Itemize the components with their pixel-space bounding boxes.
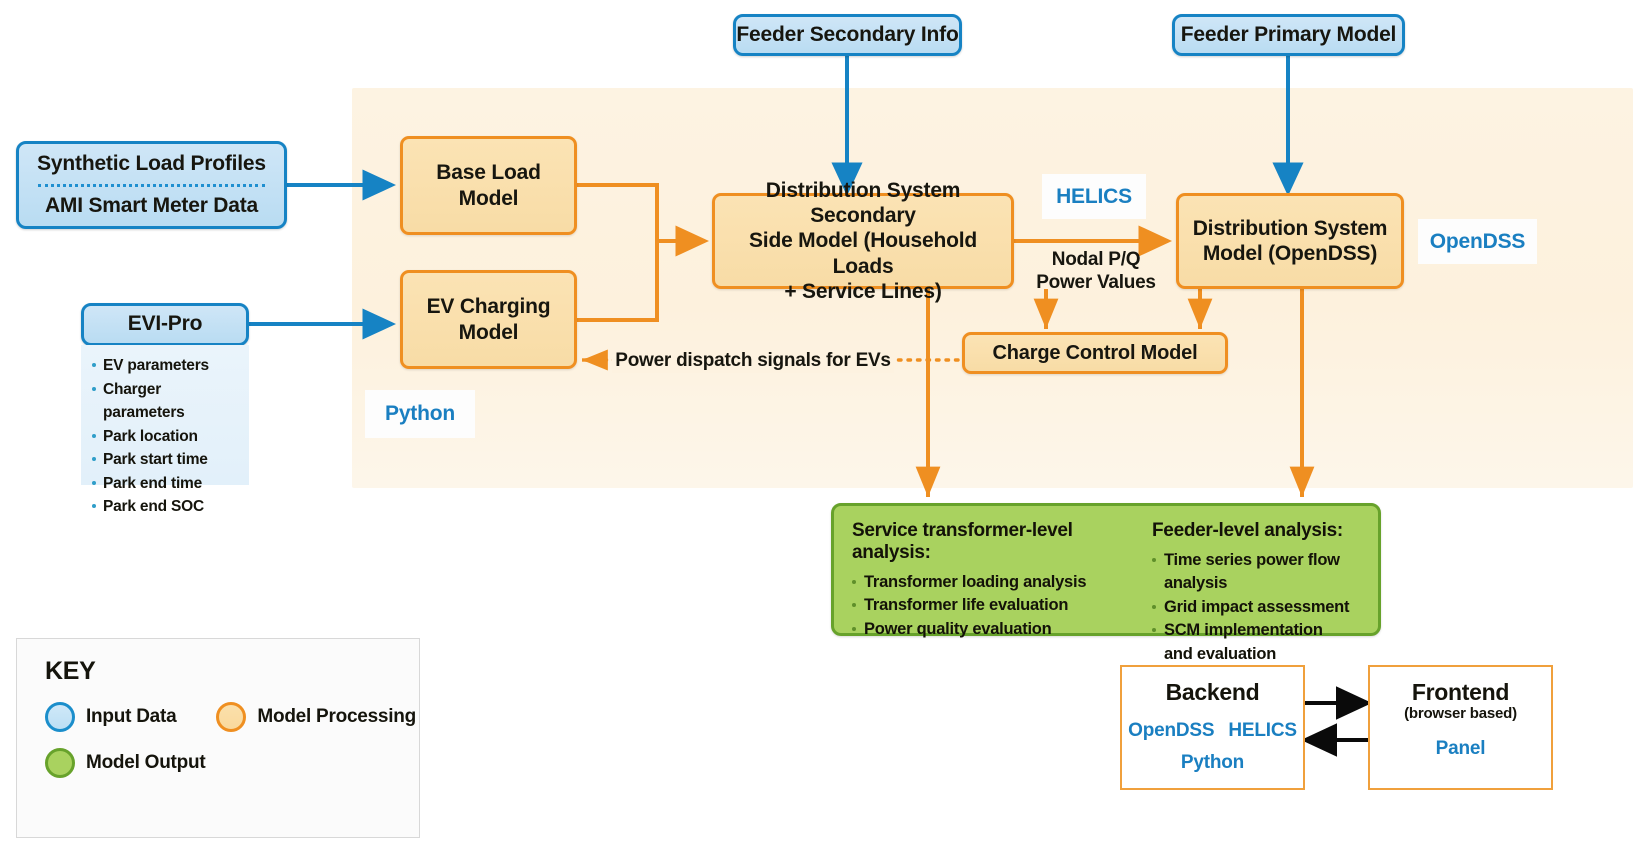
list-item: Charger parameters — [89, 378, 243, 425]
edge-label-power-dispatch: Power dispatch signals for EVs — [612, 350, 894, 373]
model-distribution-line1: Distribution System — [1192, 216, 1388, 240]
backend-tech-helics: HELICS — [1228, 720, 1297, 742]
list-item: Power quality evaluation — [850, 618, 1138, 641]
circle-swatch-output-icon — [45, 748, 75, 778]
model-charge-control-label: Charge Control Model — [992, 342, 1198, 364]
architecture-frontend[interactable]: Frontend (browser based) Panel — [1368, 665, 1553, 790]
input-load-profiles-line1: Synthetic Load Profiles — [37, 151, 266, 175]
input-feeder-primary-label: Feeder Primary Model — [1180, 22, 1397, 46]
backend-tech-opendss: OpenDSS — [1128, 720, 1215, 742]
input-evi-pro-label: EVI-Pro — [127, 312, 203, 336]
input-evi-pro[interactable]: EVI-Pro — [81, 303, 249, 346]
list-item-continuation: and evaluation — [1164, 644, 1277, 663]
tool-label-python: Python — [365, 390, 475, 438]
frontend-tech-panel: Panel — [1435, 738, 1486, 760]
key-label-model-output: Model Output — [86, 752, 206, 773]
model-distribution-secondary-side[interactable]: Distribution System Secondary Side Model… — [712, 179, 1014, 303]
edge-label-nodal-power: Nodal P/Q Power Values — [1026, 249, 1166, 295]
list-item: Time series power flow analysis — [1150, 549, 1362, 596]
frontend-title: Frontend — [1411, 679, 1510, 705]
list-item: EV parameters — [89, 354, 243, 378]
backend-tech-line1: OpenDSS HELICS — [1128, 716, 1297, 745]
tool-label-opendss: OpenDSS — [1418, 219, 1537, 264]
tool-label-helics: HELICS — [1042, 174, 1146, 219]
input-feeder-secondary-info[interactable]: Feeder Secondary Info — [733, 14, 962, 56]
circle-swatch-input-icon — [45, 702, 75, 732]
backend-tech-python: Python — [1180, 751, 1245, 773]
list-item: Park end time — [89, 472, 243, 496]
key-legend: KEY Input Data Model Processing Model Ou… — [16, 638, 420, 838]
list-item: Park location — [89, 425, 243, 449]
input-load-profiles-line2: AMI Smart Meter Data — [44, 193, 259, 217]
key-entry-model-processing: Model Processing — [216, 702, 416, 732]
list-item: Transformer loading analysis — [850, 571, 1138, 594]
model-distribution-line2: Model (OpenDSS) — [1202, 242, 1378, 265]
model-output-analysis: Service transformer-level analysis: Tran… — [831, 503, 1381, 663]
model-ev-charging-line2: Model — [458, 320, 519, 344]
backend-title: Backend — [1165, 679, 1260, 705]
list-item: Park start time — [89, 448, 243, 472]
key-entry-input-data: Input Data — [45, 702, 177, 732]
key-label-input-data: Input Data — [86, 706, 177, 727]
list-item: SCM implementation and evaluation — [1150, 619, 1362, 666]
model-base-load-line1: Base Load — [436, 161, 541, 185]
key-entry-model-output: Model Output — [45, 748, 206, 778]
output-transformer-heading: Service transformer-level analysis: — [852, 520, 1073, 563]
model-secondary-line1: Distribution System Secondary — [765, 179, 961, 228]
model-base-load-line2: Model — [458, 186, 519, 210]
output-column-transformer: Service transformer-level analysis: Tran… — [850, 520, 1138, 638]
model-charge-control[interactable]: Charge Control Model — [962, 332, 1228, 374]
model-ev-charging-line1: EV Charging — [426, 295, 551, 319]
nodal-power-line1: Nodal P/Q — [1051, 249, 1141, 270]
input-feeder-secondary-label: Feeder Secondary Info — [736, 22, 959, 46]
model-secondary-line3: + Service Lines) — [784, 279, 942, 303]
output-column-feeder: Feeder-level analysis: Time series power… — [1150, 520, 1362, 663]
input-feeder-primary-model[interactable]: Feeder Primary Model — [1172, 14, 1405, 56]
frontend-subtitle: (browser based) — [1404, 705, 1517, 723]
circle-swatch-process-icon — [216, 702, 247, 732]
model-distribution-system[interactable]: Distribution System Model (OpenDSS) — [1176, 193, 1404, 289]
model-base-load[interactable]: Base Load Model — [400, 136, 577, 235]
list-item: Grid impact assessment — [1150, 596, 1362, 619]
model-ev-charging[interactable]: EV Charging Model — [400, 270, 577, 369]
evi-pro-parameter-list: EV parameters Charger parameters Park lo… — [81, 345, 249, 515]
dotted-divider — [37, 183, 266, 187]
model-secondary-line2: Side Model (Household Loads — [749, 229, 977, 278]
key-row-2: Model Output — [45, 748, 419, 778]
input-synthetic-load-profiles[interactable]: Synthetic Load Profiles AMI Smart Meter … — [16, 141, 287, 229]
nodal-power-line2: Power Values — [1036, 271, 1156, 293]
list-item-text: SCM implementation — [1164, 621, 1323, 640]
architecture-backend[interactable]: Backend OpenDSS HELICS Python — [1120, 665, 1305, 790]
key-row-1: Input Data Model Processing — [45, 702, 419, 732]
list-item: Transformer life evaluation — [850, 594, 1138, 617]
key-title: KEY — [45, 657, 96, 685]
output-feeder-heading: Feeder-level analysis: — [1152, 520, 1343, 541]
list-item: Park end SOC — [89, 495, 243, 519]
key-label-model-processing: Model Processing — [257, 706, 416, 727]
